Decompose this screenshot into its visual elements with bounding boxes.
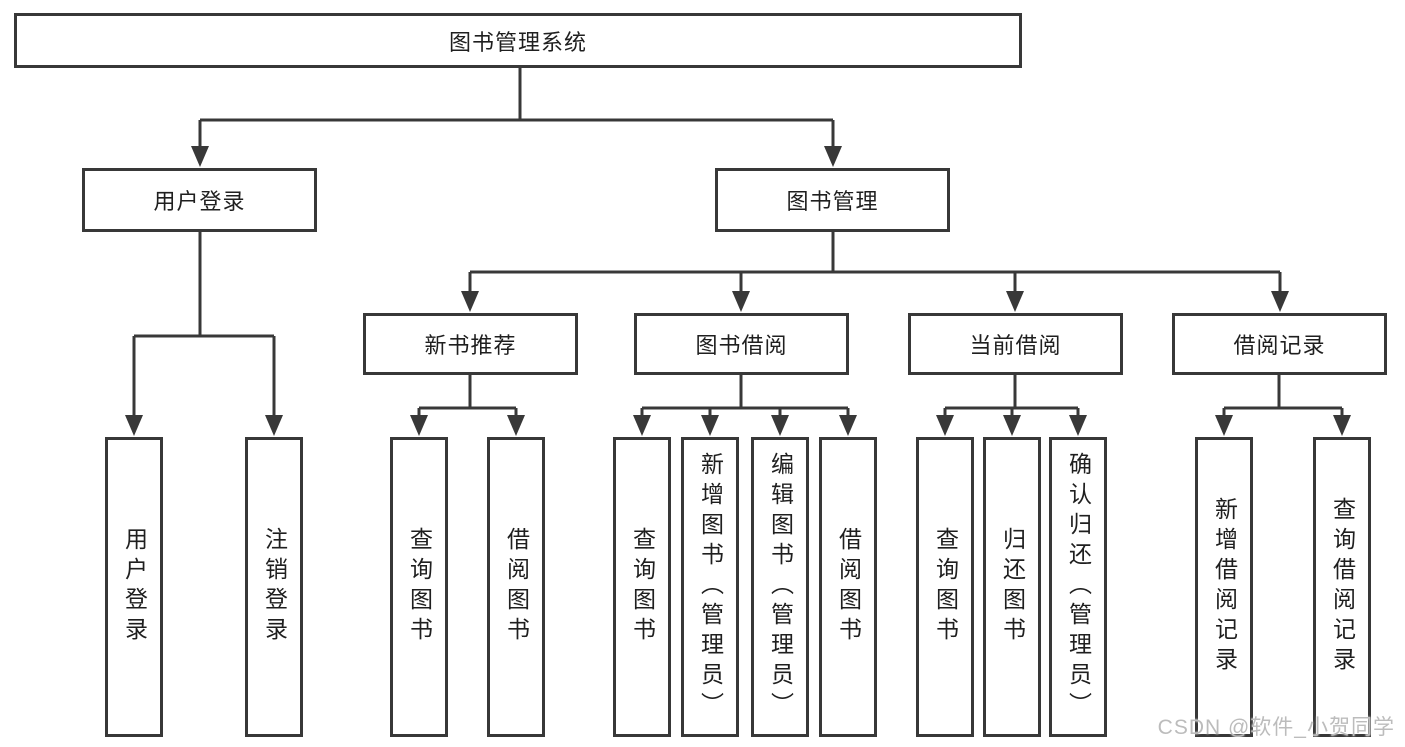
node-new-books: 新书推荐 xyxy=(363,313,578,375)
leaf-bb-query-book: 查询图书 xyxy=(613,437,671,737)
leaf-br-query-record: 查询借阅记录 xyxy=(1313,437,1371,737)
node-book-borrow: 图书借阅 xyxy=(634,313,849,375)
leaf-user-login: 用户登录 xyxy=(105,437,163,737)
leaf-bb-add-book: 新增图书（管理员） xyxy=(681,437,739,737)
node-root: 图书管理系统 xyxy=(14,13,1022,68)
leaf-cb-query-book: 查询图书 xyxy=(916,437,974,737)
leaf-bb-edit-book: 编辑图书（管理员） xyxy=(751,437,809,737)
node-current-borrow: 当前借阅 xyxy=(908,313,1123,375)
leaf-nb-borrow-book: 借阅图书 xyxy=(487,437,545,737)
leaf-logout: 注销登录 xyxy=(245,437,303,737)
watermark: CSDN @软件_小贺同学 xyxy=(1157,716,1395,739)
leaf-br-add-record: 新增借阅记录 xyxy=(1195,437,1253,737)
leaf-nb-query-book: 查询图书 xyxy=(390,437,448,737)
node-user-login: 用户登录 xyxy=(82,168,317,232)
leaf-bb-borrow-book: 借阅图书 xyxy=(819,437,877,737)
leaf-cb-confirm-return: 确认归还（管理员） xyxy=(1049,437,1107,737)
leaf-cb-return-book: 归还图书 xyxy=(983,437,1041,737)
node-borrow-records: 借阅记录 xyxy=(1172,313,1387,375)
node-book-mgmt: 图书管理 xyxy=(715,168,950,232)
